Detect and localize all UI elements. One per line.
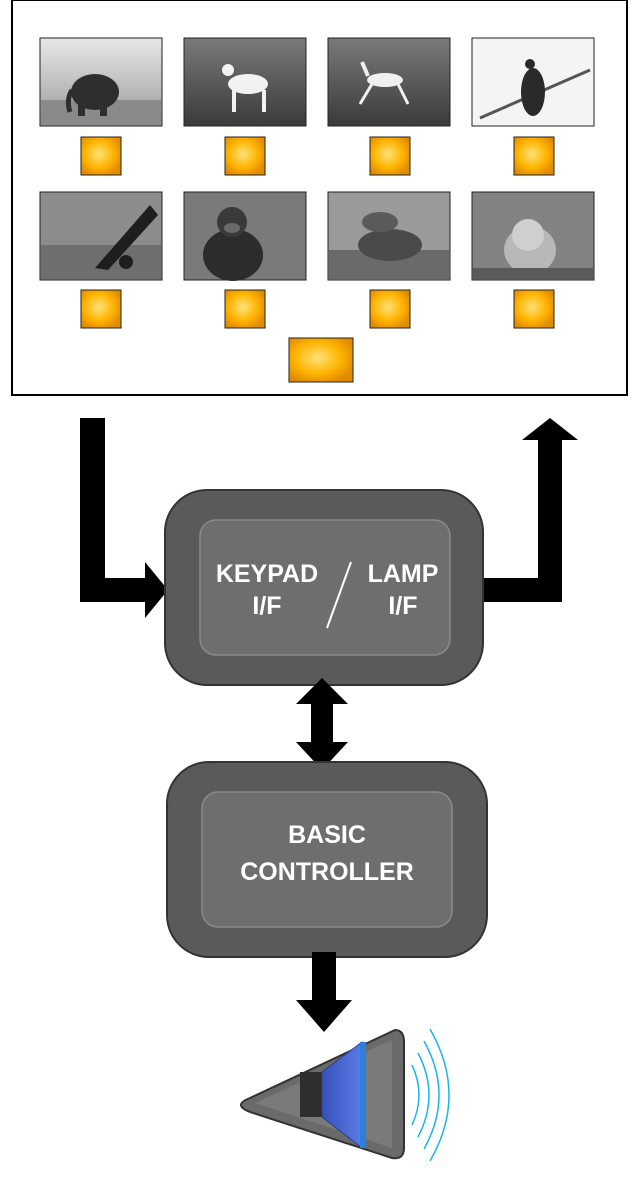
photo-goat	[183, 37, 307, 127]
photo-vulture	[471, 37, 595, 127]
controller-line1: BASIC	[288, 821, 366, 849]
photo-antelope	[327, 37, 451, 127]
select-button-7[interactable]	[369, 289, 411, 329]
lamp-indicator	[288, 337, 354, 383]
photo-lion	[471, 191, 595, 281]
controller-line2: CONTROLLER	[240, 858, 414, 886]
photo-chimpanzee	[183, 191, 307, 281]
interface-block: KEYPAD I/F LAMP I/F	[164, 489, 484, 686]
select-button-5[interactable]	[80, 289, 122, 329]
photo-elephant	[39, 37, 163, 127]
controller-block: BASIC CONTROLLER	[166, 761, 488, 958]
keypad-if-label: I/F	[252, 592, 281, 620]
select-button-8[interactable]	[513, 289, 555, 329]
speaker-icon	[240, 1028, 405, 1160]
divider-slash	[326, 561, 352, 629]
bidirectional-arrow-icon	[296, 678, 348, 770]
select-button-1[interactable]	[80, 136, 122, 176]
lamp-signal-arrow-icon	[483, 418, 578, 602]
keypad-signal-arrow-icon	[80, 418, 168, 618]
sound-wave-icon	[411, 1028, 450, 1162]
photo-hippopotamus	[327, 191, 451, 281]
keypad-label: KEYPAD	[216, 560, 318, 588]
lamp-label: LAMP	[368, 560, 439, 588]
select-button-2[interactable]	[224, 136, 266, 176]
output-arrow-icon	[296, 952, 352, 1032]
lamp-if-label: I/F	[388, 592, 417, 620]
select-button-4[interactable]	[513, 136, 555, 176]
select-button-6[interactable]	[224, 289, 266, 329]
select-button-3[interactable]	[369, 136, 411, 176]
photo-eagle	[39, 191, 163, 281]
